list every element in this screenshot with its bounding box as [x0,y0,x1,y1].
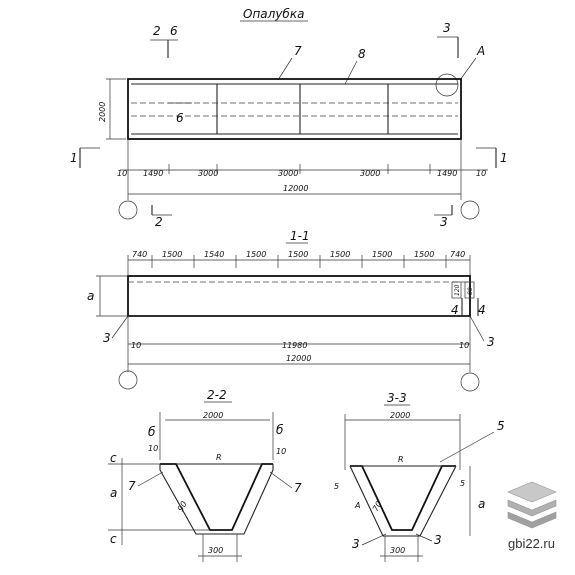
section-1-1-title: 1-1 [290,229,310,243]
top-dim-7: 1500 [414,250,434,259]
marker-5: 5 [497,419,505,433]
top-dim-2: 1540 [204,250,224,259]
bottom-width-text: 300 [208,546,223,555]
top-dim-6: 1500 [372,250,392,259]
section-3-right-label: 3 [487,335,495,349]
inner-length-dim-text: 11980 [282,341,307,350]
callout-a-leader [459,57,477,81]
drawing-title: Опалубка [243,7,304,21]
section-3-bottom-label: 3 [440,215,448,229]
dim-3000-a: 3000 [198,169,218,178]
right-dim-120: 120 [454,284,461,296]
top-dim-1: 1500 [162,250,182,259]
callout-a-circle [435,73,459,97]
a-dim-label: а [87,289,94,303]
section-4-left-label: 4 [451,303,459,317]
section-6-top-label: 6 [170,24,178,38]
callout-7-leader [277,57,293,81]
s-right: 5 [460,479,465,488]
trapezoid-inner [159,464,274,535]
s-left: 5 [334,482,339,491]
dim-3000-c: 3000 [360,169,380,178]
dim-10-left-sec: 10 [131,341,141,350]
section-2-bottom-label: 2 [155,215,163,229]
callout-8-label: 8 [358,47,366,61]
top-dim-740-right: 740 [450,250,465,259]
logo-slab-top [507,481,557,503]
callout-a-3: А [354,501,360,510]
dim-10-left: 10 [117,169,127,178]
dim-1490-left: 1490 [143,169,163,178]
marker-7-right: 7 [294,481,302,495]
v-profile-inner [349,465,457,537]
marker-3-left-leader [361,533,387,546]
top-dim-3: 1500 [246,250,266,259]
r-mark: R [216,453,222,462]
dim-1490-right: 1490 [437,169,457,178]
section-1-left-label: 1 [70,151,78,165]
section-3-left-label: 3 [103,331,111,345]
axis-circle-right [460,200,480,220]
right-detail-box-2 [464,281,475,299]
dim-10-right: 10 [476,169,486,178]
top-dim-4: 1500 [288,250,308,259]
section-1-1: 1-1 740 1500 1540 1500 1500 1500 1500 15… [87,229,495,392]
section-4-right-label: 4 [478,303,486,317]
top-dim-740-left: 740 [132,250,147,259]
right-detail-box-1 [451,281,462,299]
right-dim-80: 80 [467,287,474,295]
dim-10-right-sec: 10 [459,341,469,350]
b-left-label: б [148,425,156,439]
axis-circle-right-sec [460,372,480,392]
d70-mark: 70 [371,500,384,513]
axis-circle-left [118,200,138,220]
r-mark-3: R [398,455,404,464]
total-length-dim-text: 12000 [286,354,311,363]
c-top-label: с [110,451,117,465]
section-3-3: 3-3 2000 R 5 5 5 а А 70 3 3 300 [334,391,505,562]
marker-3-right: 3 [434,533,442,547]
watermark-logo [507,481,557,529]
section-2-2-title: 2-2 [207,388,227,402]
marker-5-leader [439,431,495,463]
section-1-right-label: 1 [500,151,508,165]
marker-7-left: 7 [128,479,136,493]
axis-circle-left-sec [118,370,138,390]
a-side-label-3: а [478,497,485,511]
a-side-label: а [110,486,117,500]
inner-6-label: 6 [176,111,184,125]
section-2-top-label: 2 [153,24,161,38]
c-bottom-label: с [110,532,117,546]
trapezoid-outer [160,463,273,531]
b-right-label: б [276,423,284,437]
dim-3000-b: 3000 [278,169,298,178]
section-2-2: 2-2 2000 б б 10 10 R 90 с а с 7 7 300 [108,388,302,562]
top-width-text-3: 2000 [390,411,410,420]
marker-3-left: 3 [352,537,360,551]
logo-slab-bottom [507,511,557,529]
top-width-text: 2000 [203,411,223,420]
plan-outline [127,78,462,140]
watermark-text: gbi22.ru [508,536,555,551]
section-3-3-title: 3-3 [387,391,407,405]
logo-slab-mid [507,499,557,517]
height-dim-text: 2000 [98,102,107,122]
d10-left: 10 [148,444,158,453]
marker-7-left-leader [137,471,164,487]
section-3-right-leader [469,315,485,342]
section-3-left-leader [111,315,129,339]
d10-right: 10 [276,447,286,456]
d90-mark: 90 [176,500,189,513]
bottom-width-text-3: 300 [390,546,405,555]
callout-7-label: 7 [294,44,302,58]
top-dim-5: 1500 [330,250,350,259]
plan-view: 2 6 3 7 8 А 6 2000 1 [70,21,508,229]
callout-8-leader [344,60,358,85]
marker-3-right-leader [415,533,433,542]
callout-a-label: А [476,44,485,58]
total-dim-text: 12000 [283,184,308,193]
marker-7-right-leader [269,471,293,489]
section-3-top-label: 3 [443,21,451,35]
